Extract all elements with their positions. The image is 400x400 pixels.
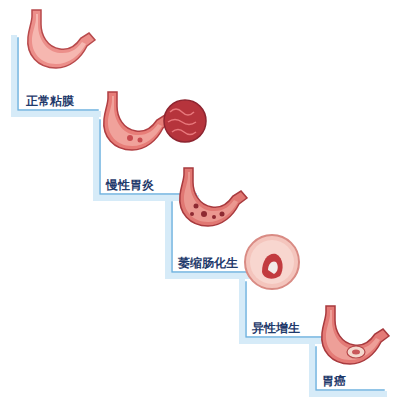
stage-label: 正常粘膜 xyxy=(26,94,74,108)
stage-label: 胃癌 xyxy=(322,374,346,388)
stage-label: 慢性胃炎 xyxy=(106,178,154,192)
stage-label: 萎缩肠化生 xyxy=(178,256,238,270)
stage-label: 异性增生 xyxy=(252,321,300,335)
